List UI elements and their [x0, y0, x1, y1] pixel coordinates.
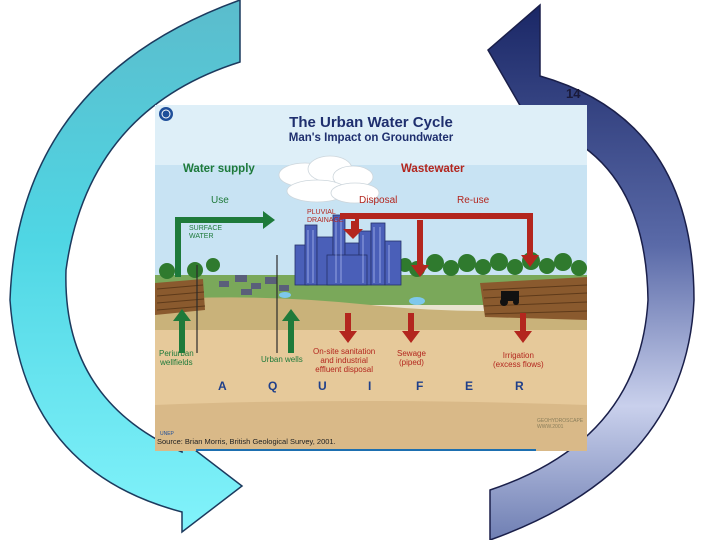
- aquifer-letter: E: [465, 379, 474, 393]
- sewage-piped-label: Sewage (piped): [397, 349, 426, 367]
- well-pipes: [196, 255, 278, 353]
- tractor-icon: [501, 291, 519, 301]
- wastewater-heading: Wastewater: [401, 163, 465, 175]
- onsite-sanitation-label: On-site sanitation and industrial efflue…: [313, 347, 376, 374]
- wastewater-arrows: [339, 213, 539, 343]
- pluvial-drainage-label: PLUVIAL DRAINAGE: [307, 209, 344, 224]
- use-label: Use: [211, 195, 229, 206]
- aquifer-letter: Q: [268, 379, 278, 393]
- unep-logo-text: UNEP: [160, 431, 174, 437]
- urban-wells-label: Urban wells: [261, 355, 303, 364]
- treatment-label: TREATMENT: [453, 213, 496, 220]
- aquifer-letter: R: [515, 379, 524, 393]
- aquifer-letter: I: [368, 379, 372, 393]
- water-supply-heading: Water supply: [183, 163, 255, 175]
- reuse-label: Re-use: [457, 195, 490, 206]
- periurban-wellfields-label: Periurban wellfields: [159, 349, 194, 367]
- surface-water-label: SURFACE WATER: [189, 225, 223, 240]
- irrigation-label: Irrigation (excess flows): [493, 351, 544, 369]
- credit-text: GEOHYDROSCAPE WWW.2001: [537, 418, 584, 430]
- diagram-subtitle: Man's Impact on Groundwater: [288, 132, 454, 144]
- urban-water-cycle-diagram: The Urban Water Cycle Man's Impact on Gr…: [155, 105, 587, 451]
- supply-arrows: [173, 211, 300, 353]
- disposal-label: Disposal: [359, 195, 398, 206]
- aquifer-letter: A: [218, 379, 227, 393]
- aquifer-letter: U: [318, 379, 327, 393]
- source-citation: Source: Brian Morris, British Geological…: [157, 437, 336, 446]
- curved-arrow-up-icon: [9, 0, 244, 534]
- aquifer-letter: F: [416, 379, 424, 393]
- underline-rule: [196, 449, 536, 451]
- house-icon: [219, 275, 289, 295]
- unep-logo-icon: [159, 107, 173, 121]
- pond: [409, 297, 425, 305]
- cloud-icon: [278, 155, 380, 204]
- slide-number: 14: [566, 86, 581, 101]
- diagram-title: The Urban Water Cycle: [289, 114, 453, 131]
- diagram-scene: [155, 105, 587, 451]
